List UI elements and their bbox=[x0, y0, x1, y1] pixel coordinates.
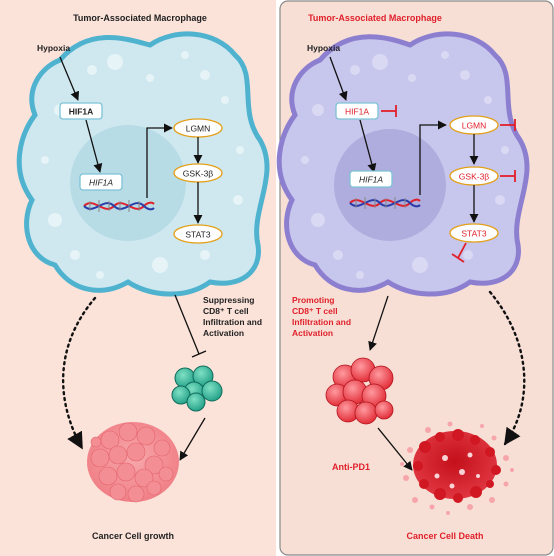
left-tumor-cluster bbox=[87, 422, 179, 503]
right-effector-tcell-cluster bbox=[325, 357, 394, 425]
left-hif1a-gene-box bbox=[79, 173, 123, 191]
left-suppress-line-2: CD8⁺ T cell bbox=[203, 306, 249, 316]
left-hif1a-protein-box bbox=[59, 102, 103, 120]
left-gsk3b-label: GSK-3β bbox=[183, 169, 214, 179]
left-hif1a-to-gene-arrow bbox=[85, 119, 103, 173]
left-suppress-line-3: Infiltration and bbox=[203, 317, 262, 327]
right-dotted-arrow bbox=[488, 290, 526, 446]
left-tcell-to-tumor-arrow bbox=[179, 417, 206, 461]
left-hif1a-gene-label: HIF1A bbox=[89, 178, 113, 188]
right-hypoxia-label: Hypoxia bbox=[307, 43, 340, 53]
left-lgmn-label: LGMN bbox=[186, 124, 211, 134]
left-suppress-line-4: Activation bbox=[203, 328, 244, 338]
left-hif1a-protein-label: HIF1A bbox=[69, 107, 94, 117]
right-gene-to-lgmn-arrow bbox=[419, 120, 447, 195]
right-cell-vesicles bbox=[301, 51, 509, 279]
right-hif1a-gene-label: HIF1A bbox=[359, 175, 383, 185]
right-hif1a-gene-box bbox=[349, 170, 393, 188]
left-suppress-line-1: Suppressing bbox=[203, 295, 254, 305]
left-cell-vesicles bbox=[41, 51, 244, 279]
right-hif1a-protein-box bbox=[335, 102, 379, 120]
left-inhibit-tcell-line bbox=[174, 294, 207, 358]
right-promote-arrow bbox=[368, 295, 389, 351]
right-tcell-to-tumor-arrow bbox=[377, 427, 413, 471]
right-promote-line-1: Promoting bbox=[292, 295, 335, 305]
right-panel-title: Tumor-Associated Macrophage bbox=[308, 13, 442, 23]
left-outcome-label: Cancer Cell growth bbox=[92, 531, 174, 541]
right-hif1a-protein-label: HIF1A bbox=[345, 107, 369, 117]
right-hif1a-inhibitor-icon bbox=[381, 105, 397, 117]
right-promote-line-2: CD8⁺ T cell bbox=[292, 306, 338, 316]
right-promote-line-4: Activation bbox=[292, 328, 333, 338]
right-hif1a-to-gene-arrow bbox=[359, 119, 377, 173]
right-lgmn-inhibitor-icon bbox=[500, 119, 516, 131]
right-dying-tumor-cluster bbox=[400, 421, 514, 515]
left-dotted-arrow bbox=[61, 296, 97, 450]
left-hypoxia-label: Hypoxia bbox=[37, 43, 70, 53]
right-stat3-label: STAT3 bbox=[461, 229, 486, 239]
right-lgmn-label: LGMN bbox=[462, 121, 487, 131]
left-dna-icon bbox=[83, 200, 155, 212]
left-stat3-oval bbox=[173, 224, 223, 244]
right-promote-line-3: Infiltration and bbox=[292, 317, 351, 327]
left-stat3-label: STAT3 bbox=[185, 230, 210, 240]
left-tcell-cluster bbox=[171, 365, 223, 412]
right-hypoxia-arrow bbox=[329, 56, 348, 101]
right-gsk3b-inhibitor-icon bbox=[500, 170, 516, 182]
left-hypoxia-arrow bbox=[59, 56, 80, 101]
right-gsk3b-label: GSK-3β bbox=[459, 172, 490, 182]
right-dna-icon bbox=[349, 197, 421, 209]
left-panel-title: Tumor-Associated Macrophage bbox=[73, 13, 207, 23]
right-stat3-oval bbox=[449, 223, 499, 243]
right-outcome-label: Cancer Cell Death bbox=[406, 531, 483, 541]
left-gene-to-lgmn-arrow bbox=[146, 123, 173, 198]
right-stat3-inhibitor-icon bbox=[451, 242, 467, 263]
right-drug-label: Anti-PD1 bbox=[332, 462, 370, 472]
